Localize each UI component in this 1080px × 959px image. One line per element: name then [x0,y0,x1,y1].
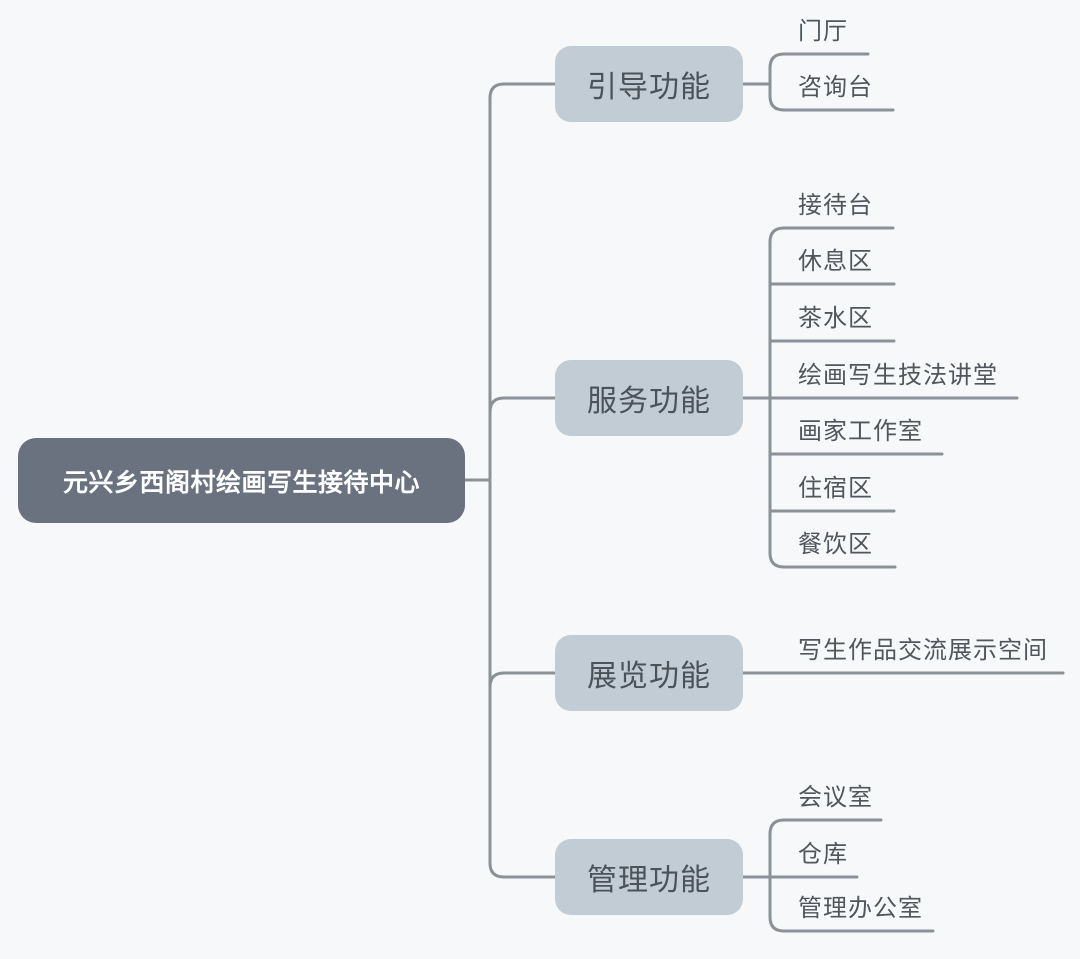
leaf-node-rest-area[interactable]: 休息区 [798,248,873,275]
leaf-node-warehouse[interactable]: 仓库 [798,841,848,868]
leaf-node-meeting-room[interactable]: 会议室 [798,784,873,811]
branch-node-exhibition[interactable]: 展览功能 [555,635,743,711]
leaf-node-lobby[interactable]: 门厅 [798,18,848,45]
leaf-node-painter-studio[interactable]: 画家工作室 [798,418,923,445]
leaf-node-dining-area[interactable]: 餐饮区 [798,531,873,558]
root-node[interactable]: 元兴乡西阁村绘画写生接待中心 [18,438,465,523]
leaf-node-lodging-area[interactable]: 住宿区 [798,475,873,502]
branch-node-service[interactable]: 服务功能 [555,360,743,436]
leaf-node-exhibit-space[interactable]: 写生作品交流展示空间 [798,637,1048,664]
leaf-node-sketching-lecture-hall[interactable]: 绘画写生技法讲堂 [798,362,998,389]
exhibition-junction [488,671,557,689]
spine [488,82,557,879]
leaf-node-reception-desk[interactable]: 接待台 [798,192,873,219]
service-junction [488,396,557,414]
branch-node-guide[interactable]: 引导功能 [555,46,743,122]
leaf-node-info-desk[interactable]: 咨询台 [798,74,873,101]
guide-bracket [768,52,895,112]
leaf-node-management-office[interactable]: 管理办公室 [798,895,923,922]
leaf-node-tea-area[interactable]: 茶水区 [798,305,873,332]
branch-node-management[interactable]: 管理功能 [555,839,743,915]
